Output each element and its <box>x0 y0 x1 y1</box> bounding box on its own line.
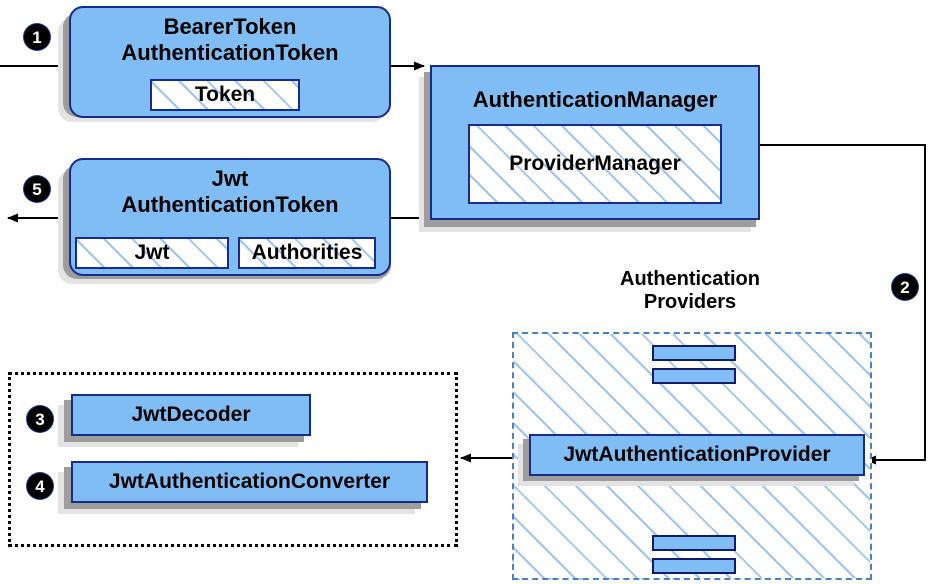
arrow-manager-to-provider <box>760 144 926 465</box>
token-box[interactable]: Token <box>150 79 300 111</box>
jwt-token-line2: AuthenticationToken <box>121 192 339 217</box>
bearer-token-authentication-token-box[interactable]: BearerToken AuthenticationToken <box>69 6 391 118</box>
jwt-authentication-converter-label: JwtAuthenticationConverter <box>108 470 391 493</box>
jwt-authentication-provider-box[interactable]: JwtAuthenticationProvider <box>529 434 865 476</box>
jwt-inner-box[interactable]: Jwt <box>75 237 229 269</box>
step-badge-4-label: 4 <box>35 476 45 496</box>
providers-label-line2: Providers <box>643 290 737 313</box>
bearer-token-line1: BearerToken <box>163 14 297 39</box>
jwt-support-group <box>8 372 458 547</box>
provider-stub-bar-top-1 <box>652 345 736 361</box>
jwt-token-line1: Jwt <box>211 166 249 191</box>
step-badge-3: 3 <box>27 406 53 432</box>
bearer-token-line2: AuthenticationToken <box>121 40 339 65</box>
provider-manager-box[interactable]: ProviderManager <box>468 124 722 204</box>
provider-stub-bar-top-2 <box>652 368 736 384</box>
step-badge-1: 1 <box>24 24 50 50</box>
providers-label-line1: Authentication <box>620 268 760 290</box>
step-badge-2: 2 <box>892 274 918 300</box>
step-badge-1-label: 1 <box>32 27 42 47</box>
provider-manager-label: ProviderManager <box>509 152 681 175</box>
jwt-authentication-provider-label: JwtAuthenticationProvider <box>563 443 831 466</box>
jwt-authentication-converter-box[interactable]: JwtAuthenticationConverter <box>71 461 428 503</box>
authentication-providers-label: Authentication Providers <box>590 268 790 314</box>
jwt-inner-label: Jwt <box>134 241 170 264</box>
authorities-label: Authorities <box>251 241 363 264</box>
authorities-box[interactable]: Authorities <box>238 237 376 269</box>
step-badge-2-label: 2 <box>900 277 910 297</box>
provider-stub-bar-bottom-2 <box>652 558 736 574</box>
provider-stub-bar-bottom-1 <box>652 535 736 551</box>
step-badge-4: 4 <box>27 473 53 499</box>
jwt-decoder-box[interactable]: JwtDecoder <box>71 394 311 436</box>
step-badge-5: 5 <box>24 176 50 202</box>
step-badge-3-label: 3 <box>35 409 45 429</box>
step-badge-5-label: 5 <box>32 179 42 199</box>
jwt-decoder-label: JwtDecoder <box>131 403 251 426</box>
authentication-manager-title: AuthenticationManager <box>472 87 718 112</box>
token-label: Token <box>194 83 256 106</box>
